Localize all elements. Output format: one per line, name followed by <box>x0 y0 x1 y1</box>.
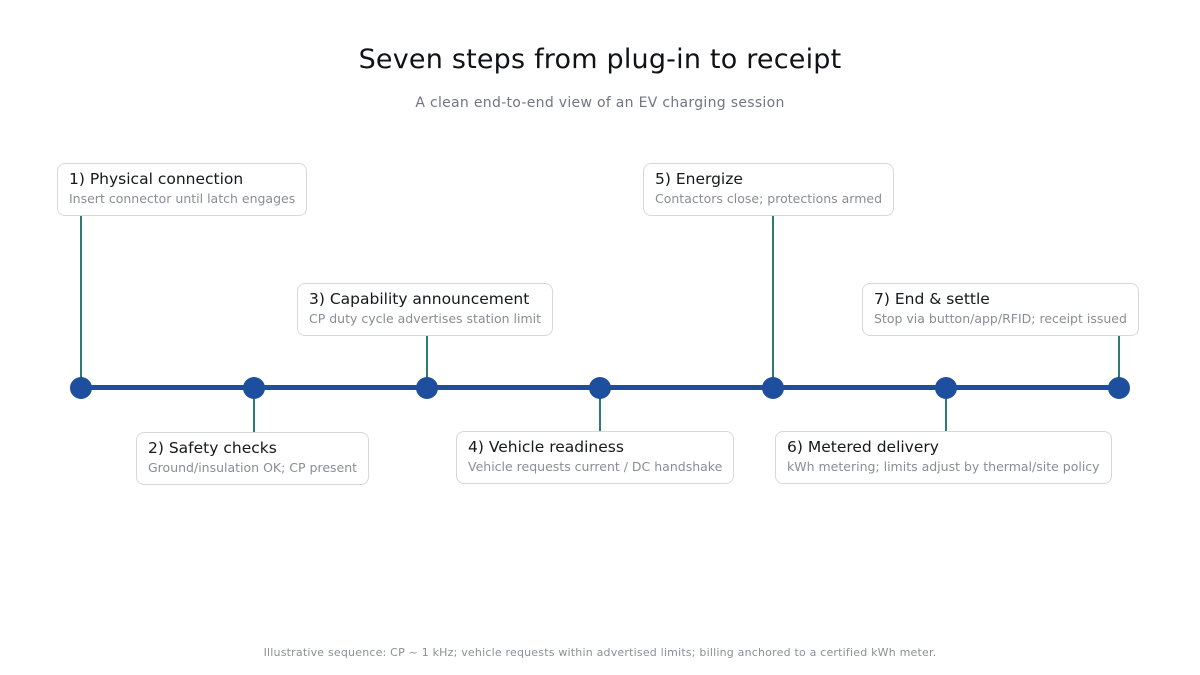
timeline-node-4 <box>589 377 611 399</box>
connector-line-step-1 <box>80 211 82 388</box>
connector-line-step-6 <box>945 388 947 431</box>
timeline-node-1 <box>70 377 92 399</box>
step-label: 1) Physical connection <box>69 170 244 188</box>
connector-line-step-2 <box>253 388 255 432</box>
timeline-node-2 <box>243 377 265 399</box>
page-subtitle: A clean end-to-end view of an EV chargin… <box>415 95 785 111</box>
connector-line-step-7 <box>1118 331 1120 388</box>
step-description: kWh metering; limits adjust by thermal/s… <box>787 459 1100 474</box>
timeline-node-6 <box>935 377 957 399</box>
step-description: CP duty cycle advertises station limit <box>309 311 542 326</box>
footnote-text: Illustrative sequence: CP ~ 1 kHz; vehic… <box>263 646 937 659</box>
step-label: 4) Vehicle readiness <box>468 438 624 456</box>
step-card-4: 4) Vehicle readiness Vehicle requests cu… <box>456 431 735 484</box>
step-label: 3) Capability announcement <box>309 290 530 308</box>
timeline-node-7 <box>1108 377 1130 399</box>
step-description: Vehicle requests current / DC handshake <box>468 459 723 474</box>
step-label: 5) Energize <box>655 170 743 188</box>
connector-line-step-3 <box>426 331 428 388</box>
step-description: Insert connector until latch engages <box>69 191 296 206</box>
step-label: 6) Metered delivery <box>787 438 939 456</box>
step-card-5: 5) Energize Contactors close; protection… <box>643 163 895 216</box>
step-label: 7) End & settle <box>874 290 990 308</box>
step-card-6: 6) Metered delivery kWh metering; limits… <box>775 431 1112 484</box>
step-description: Stop via button/app/RFID; receipt issued <box>874 311 1127 326</box>
step-card-2: 2) Safety checks Ground/insulation OK; C… <box>136 432 370 485</box>
step-card-1: 1) Physical connection Insert connector … <box>57 163 308 216</box>
step-card-7: 7) End & settle Stop via button/app/RFID… <box>862 283 1139 336</box>
step-card-3: 3) Capability announcement CP duty cycle… <box>297 283 554 336</box>
step-description: Ground/insulation OK; CP present <box>148 460 358 475</box>
timeline-node-3 <box>416 377 438 399</box>
step-description: Contactors close; protections armed <box>655 191 883 206</box>
step-label: 2) Safety checks <box>148 439 277 457</box>
connector-line-step-4 <box>599 388 601 431</box>
connector-line-step-5 <box>772 211 774 388</box>
timeline-node-5 <box>762 377 784 399</box>
page-title: Seven steps from plug-in to receipt <box>358 44 842 75</box>
